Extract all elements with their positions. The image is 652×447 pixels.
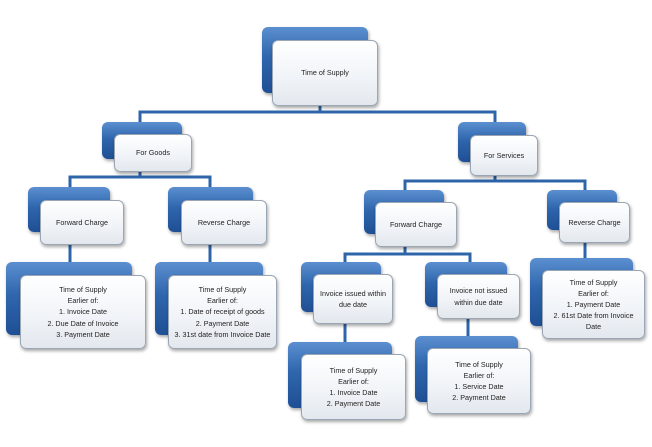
services-reverse-detail-node: Time of Supply Earlier of: 1. Payment Da… xyxy=(530,258,645,339)
detail-line: Time of Supply xyxy=(455,359,503,369)
detail-line: Earlier of: xyxy=(207,296,238,306)
detail-line: 1. Service Date xyxy=(454,382,504,391)
within-detail-node: Time of Supply Earlier of: 1. Invoice Da… xyxy=(288,342,406,420)
detail-line: 1. Payment Date xyxy=(566,299,621,309)
detail-line: Earlier of: xyxy=(463,370,495,380)
detail-line: 1. Invoice Date xyxy=(329,388,378,397)
goods-box: For Goods xyxy=(114,134,192,172)
goods-forward-detail-node: Time of Supply Earlier of: 1. Invoice Da… xyxy=(6,262,146,349)
goods-forward-box: Forward Charge xyxy=(40,200,124,245)
detail-line: 2. Payment Date xyxy=(326,399,381,409)
detail-line: Time of Supply xyxy=(198,285,247,295)
goods-label: For Goods xyxy=(136,148,170,158)
detail-line: Time of Supply xyxy=(569,277,618,287)
detail-line: Time of Supply xyxy=(59,285,107,295)
goods-forward-label: Forward Charge xyxy=(56,217,108,227)
detail-line: Time of Supply xyxy=(329,365,378,375)
within-due-date-node: Invoice issued within due date xyxy=(301,262,393,324)
services-reverse-box: Reverse Charge xyxy=(559,202,630,243)
goods-reverse-node: Reverse Charge xyxy=(168,187,267,245)
not-within-detail-box: Time of Supply Earlier of: 1. Service Da… xyxy=(427,348,531,414)
not-within-due-date-node: Invoice not issued within due date xyxy=(425,262,520,319)
within-detail-box: Time of Supply Earlier of: 1. Invoice Da… xyxy=(301,354,406,420)
services-reverse-node: Reverse Charge xyxy=(547,190,630,243)
detail-line: Earlier of: xyxy=(67,296,99,306)
goods-forward-node: Forward Charge xyxy=(28,187,124,245)
services-reverse-label: Reverse Charge xyxy=(568,217,621,227)
root-label: Time of Supply xyxy=(301,68,349,78)
detail-line: 3. 31st date from Invoice Date xyxy=(174,329,271,339)
not-within-detail-node: Time of Supply Earlier of: 1. Service Da… xyxy=(415,336,531,414)
detail-line: 3. Payment Date xyxy=(56,329,110,339)
goods-reverse-detail-node: Time of Supply Earlier of: 1. Date of re… xyxy=(155,262,277,349)
goods-reverse-label: Reverse Charge xyxy=(197,217,251,227)
services-forward-label: Forward Charge xyxy=(390,219,442,229)
detail-line: Earlier of: xyxy=(578,288,609,298)
root-node: Time of Supply xyxy=(262,27,378,106)
root-box: Time of Supply xyxy=(272,40,378,106)
services-reverse-detail-box: Time of Supply Earlier of: 1. Payment Da… xyxy=(542,270,645,339)
detail-line: 2. Due Date of Invoice xyxy=(47,318,119,328)
not-within-due-date-label: Invoice not issued within due date xyxy=(449,286,508,307)
services-node: For Services xyxy=(458,122,538,176)
services-forward-node: Forward Charge xyxy=(364,190,457,247)
goods-node: For Goods xyxy=(102,122,192,172)
detail-line: Earlier of: xyxy=(338,376,369,386)
detail-line: 2. Payment Date xyxy=(452,393,506,403)
services-label: For Services xyxy=(483,150,525,160)
goods-reverse-box: Reverse Charge xyxy=(181,200,267,245)
goods-reverse-detail-box: Time of Supply Earlier of: 1. Date of re… xyxy=(168,275,277,349)
detail-line: 1. Invoice Date xyxy=(59,307,107,317)
not-within-due-date-box: Invoice not issued within due date xyxy=(437,274,520,319)
detail-line: 2. Payment Date xyxy=(195,318,250,328)
services-box: For Services xyxy=(470,135,538,176)
services-forward-box: Forward Charge xyxy=(375,202,457,247)
within-due-date-box: Invoice issued within due date xyxy=(313,274,393,324)
detail-line: 1. Date of receipt of goods xyxy=(180,307,265,317)
goods-forward-detail-box: Time of Supply Earlier of: 1. Invoice Da… xyxy=(20,275,146,349)
within-due-date-label: Invoice issued within due date xyxy=(320,288,386,309)
detail-line: 2. 61st Date from Invoice Date xyxy=(553,311,634,332)
